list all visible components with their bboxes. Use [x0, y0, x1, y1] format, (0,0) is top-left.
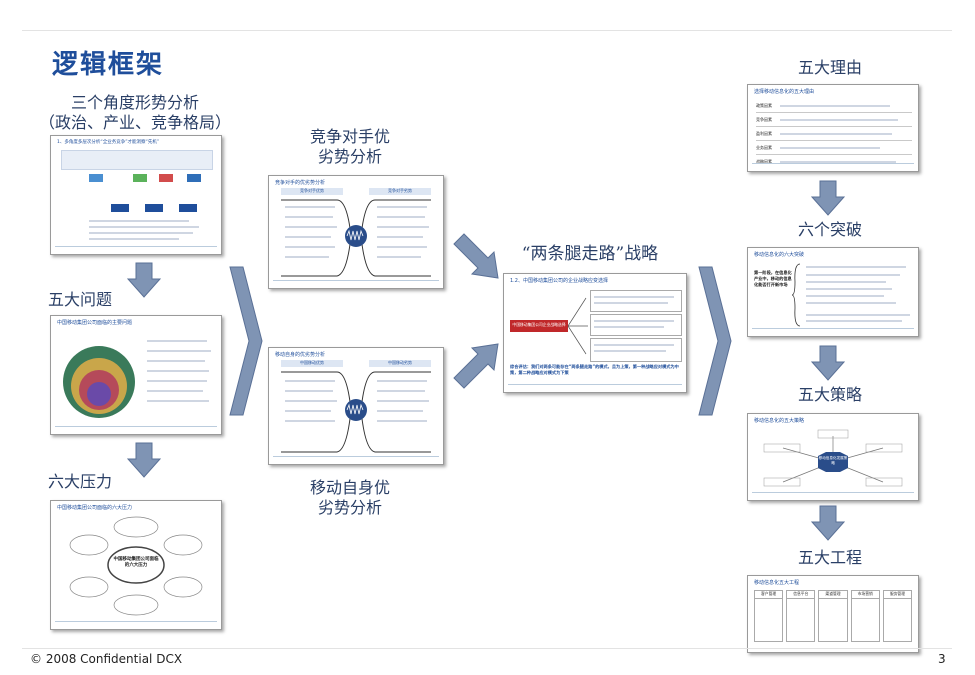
- reason-row: 盈利因素: [756, 127, 912, 141]
- label-mobile-line1: 移动自身优: [309, 478, 390, 497]
- thumb-five-projects: 移动信息化五大工程 客户管理 信息平台 渠道管理 市场营销 服务管理: [747, 575, 919, 653]
- project-col: 渠道管理: [818, 590, 848, 642]
- strategy-hub-icon: [763, 429, 903, 487]
- thumb-node-3: [179, 204, 197, 212]
- thumb-mobile-title: 移动自身的优劣势分析: [275, 352, 326, 358]
- thumb-six-breakthroughs-title: 移动信息化的六大突破: [754, 252, 805, 258]
- project-col: 客户管理: [754, 590, 784, 642]
- thumb-five-problems: 中国移动集团公司面临的主要问题: [50, 315, 222, 435]
- reason-row: 战略因素: [756, 155, 912, 168]
- logo-d-icon: [187, 174, 201, 182]
- project-col-header: 客户管理: [755, 591, 783, 599]
- logo-b-icon: [133, 174, 147, 182]
- label-competitor: 竞争对手优 劣势分析: [290, 127, 410, 167]
- thumb-competitor: 竞争对手的优劣势分析 竞争对手优势 竞争对手劣势: [268, 175, 444, 289]
- page-number: 3: [938, 652, 946, 666]
- thumb-node-2: [145, 204, 163, 212]
- arrow-down-3-icon: [811, 180, 845, 216]
- pressure-diagram-icon: [69, 516, 203, 616]
- thumb-six-breakthroughs: 移动信息化的六大突破 第一阶段，在信息化产业中，移动的信息化能否打开新市场: [747, 247, 919, 337]
- thumb-strategy: 1.2、中国移动集团公司的企业战略应变选择 中国移动集团公司企业战略选择 综合评…: [503, 273, 687, 393]
- brace-icon: [792, 263, 801, 327]
- label-five-reasons: 五大理由: [797, 58, 862, 77]
- label-five-problems: 五大问题: [48, 290, 113, 309]
- label-mobile-line2: 劣势分析: [317, 498, 382, 517]
- thumb-three-angle: 1、多角度多层次分析“全业务竞争”才能洞察“先机”: [50, 135, 222, 255]
- arrow-right-big-2-icon: [698, 266, 732, 416]
- thumb-five-strategies-title: 移动信息化的五大策略: [754, 418, 805, 424]
- thumb-five-projects-cols: 客户管理 信息平台 渠道管理 市场营销 服务管理: [754, 590, 913, 642]
- thumb-node-1: [111, 204, 129, 212]
- thumb-strategy-title: 1.2、中国移动集团公司的企业战略应变选择: [510, 278, 608, 284]
- arrow-down-1-icon: [127, 262, 161, 298]
- reason-row-label: 业务因素: [756, 144, 772, 150]
- strategy-branches-icon: [510, 297, 588, 355]
- label-five-projects: 五大工程: [797, 548, 862, 567]
- project-col: 信息平台: [786, 590, 816, 642]
- concentric-circles-icon: [63, 346, 135, 418]
- thumb-five-projects-title: 移动信息化五大工程: [754, 580, 800, 586]
- thumb-five-strategies-center: 移动信息化发展策略: [818, 456, 848, 465]
- strategy-option-3: [590, 338, 682, 362]
- label-three-angle-line1: 三个角度形势分析: [70, 93, 199, 112]
- thumb-five-strategies: 移动信息化的五大策略 移动信息化发展策略: [747, 413, 919, 501]
- thumb-six-pressures-title: 中国移动集团公司面临的六大压力: [57, 505, 133, 511]
- page-title: 逻辑框架: [52, 50, 165, 80]
- arrow-diag-down-icon: [453, 233, 499, 279]
- project-col-header: 服务管理: [883, 591, 912, 599]
- mobile-bracket-icon: [281, 371, 431, 453]
- strategy-option-1: [590, 290, 682, 312]
- label-six-breakthroughs: 六个突破: [797, 220, 862, 239]
- arrow-down-5-icon: [811, 505, 845, 541]
- reason-row: 业务因素: [756, 141, 912, 155]
- label-competitor-line1: 竞争对手优: [309, 127, 390, 146]
- thumb-three-angle-title: 1、多角度多层次分析“全业务竞争”才能洞察“先机”: [57, 140, 160, 145]
- reason-row-label: 政策因素: [756, 102, 772, 108]
- thumb-five-reasons: 选择移动信息化的五大理由 政策因素 竞争因素 盈利因素 业务因素 战略因素: [747, 84, 919, 172]
- thumb-six-pressures-center: 中国移动集团公司面临的六大压力: [113, 557, 159, 568]
- arrow-diag-up-icon: [453, 343, 499, 389]
- reason-row: 政策因素: [756, 99, 912, 113]
- arrow-right-big-1-icon: [229, 266, 263, 416]
- thumb-mobile: 移动自身的优劣势分析 中国移动优势 中国移动劣势: [268, 347, 444, 465]
- reason-row-label: 竞争因素: [756, 116, 772, 122]
- logo-c-icon: [159, 174, 173, 182]
- label-strategy: “两条腿走路”战略: [521, 244, 659, 264]
- label-mobile: 移动自身优 劣势分析: [290, 478, 410, 518]
- strategy-option-2: [590, 314, 682, 336]
- thumb-mobile-right: 中国移动劣势: [369, 360, 431, 367]
- thumb-five-problems-title: 中国移动集团公司面临的主要问题: [57, 320, 133, 326]
- thumb-competitor-left: 竞争对手优势: [281, 188, 343, 195]
- logo-a-icon: [89, 174, 103, 182]
- label-three-angle-line2: （政治、产业、竞争格局）: [38, 113, 231, 132]
- thumb-strategy-summary: 综合评估：我们对两条可能存在“两条腿走路”的模式，且为上策，第一种战略应对模式为…: [510, 364, 679, 375]
- reason-row: 竞争因素: [756, 113, 912, 127]
- thumb-five-reasons-rows: 政策因素 竞争因素 盈利因素 业务因素 战略因素: [756, 99, 912, 168]
- thumb-six-pressures: 中国移动集团公司面临的六大压力 中国移动集团公司面临的六大压力: [50, 500, 222, 630]
- thumb-five-reasons-title: 选择移动信息化的五大理由: [754, 89, 815, 95]
- reason-row-label: 盈利因素: [756, 130, 772, 136]
- project-col-header: 渠道管理: [819, 591, 847, 599]
- top-rule: [22, 30, 952, 31]
- project-col-header: 信息平台: [787, 591, 815, 599]
- thumb-mobile-left: 中国移动优势: [281, 360, 343, 367]
- arrow-down-4-icon: [811, 345, 845, 381]
- thumb-six-breakthroughs-left: 第一阶段，在信息化产业中，移动的信息化能否打开新市场: [754, 270, 792, 287]
- footer-copyright: © 2008 Confidential DCX: [30, 652, 183, 666]
- label-five-strategies: 五大策略: [797, 385, 862, 404]
- project-col: 服务管理: [882, 590, 913, 642]
- project-col-header: 市场营销: [851, 591, 879, 599]
- thumb-three-angle-intro: [61, 150, 213, 170]
- thumb-strategy-box: 中国移动集团公司企业战略选择: [512, 322, 566, 327]
- label-competitor-line2: 劣势分析: [317, 147, 382, 166]
- label-three-angle: 三个角度形势分析 （政治、产业、竞争格局）: [30, 93, 240, 133]
- arrow-down-2-icon: [127, 442, 161, 478]
- thumb-competitor-right: 竞争对手劣势: [369, 188, 431, 195]
- reason-row-label: 战略因素: [756, 158, 772, 164]
- bottom-rule: [22, 648, 952, 649]
- thumb-competitor-title: 竞争对手的优劣势分析: [275, 180, 326, 186]
- label-six-pressures: 六大压力: [48, 472, 113, 491]
- competitor-bracket-icon: [281, 199, 431, 277]
- project-col: 市场营销: [850, 590, 880, 642]
